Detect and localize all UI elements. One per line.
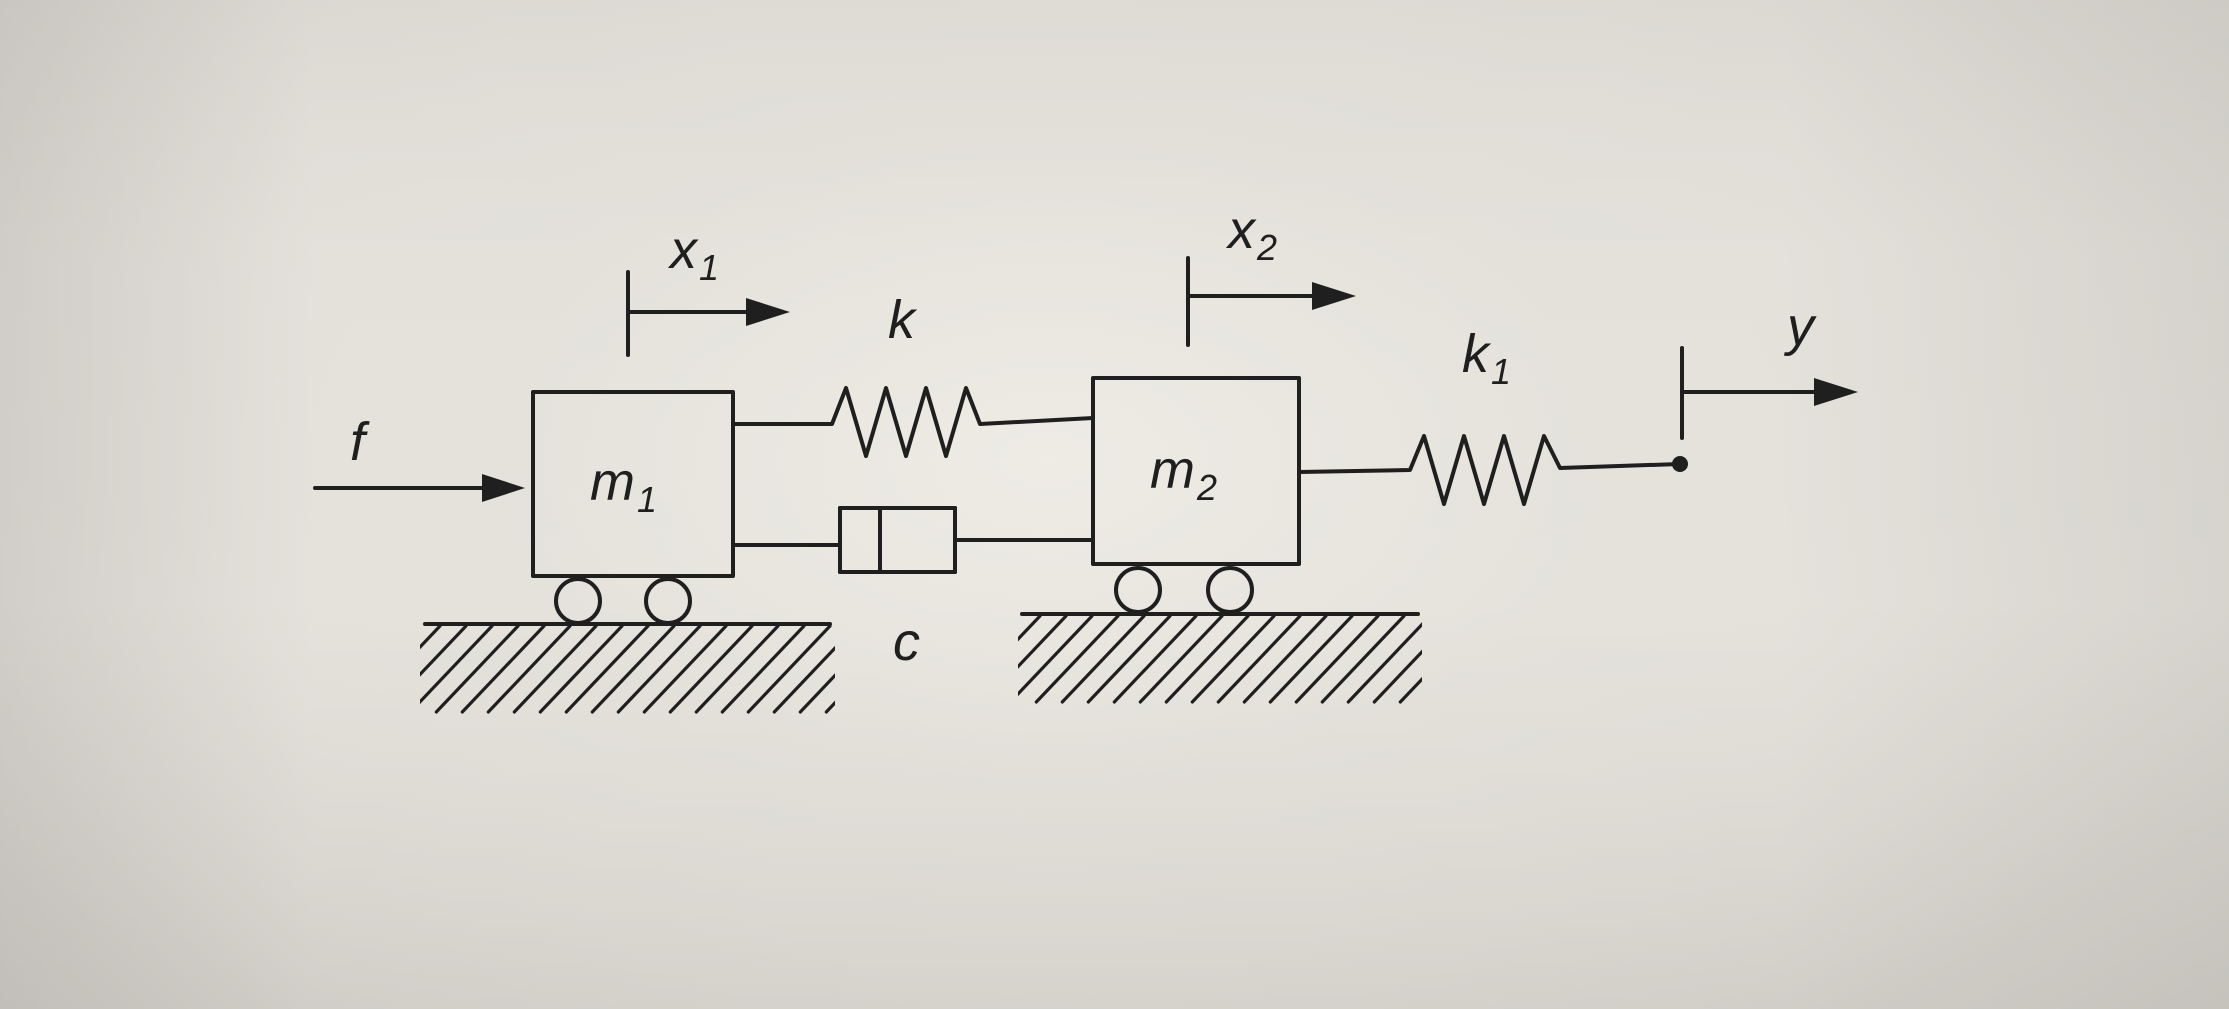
spring-k1-end-point [1672, 456, 1688, 472]
spring-k-label: k [888, 290, 918, 350]
x1-displacement-arrow [626, 270, 790, 357]
ground-hatch-line [1294, 614, 1380, 704]
ground-hatch-line [538, 624, 624, 714]
ground-hatch-line [1268, 614, 1354, 704]
ground-hatch-line [1372, 649, 1422, 704]
ground-hatch-line [1018, 614, 1068, 669]
ground-hatch-line [668, 624, 754, 714]
ground-hatch-line [1060, 614, 1146, 704]
ground-hatch-line [460, 624, 546, 714]
ground-hatch-line [486, 624, 572, 714]
spring-k1 [1297, 434, 1682, 506]
ground-hatch-line [512, 624, 598, 714]
ground-hatch-line [694, 624, 780, 714]
ground-hatch-line [1216, 614, 1302, 704]
ground-hatch-line [1190, 614, 1276, 704]
mass-2-wheels [1114, 566, 1254, 614]
mass-1-label: m1 [590, 452, 657, 520]
ground-hatch-line [642, 624, 728, 714]
ground-hatch-line [1320, 614, 1406, 704]
y-displacement-arrow [1680, 346, 1858, 440]
ground-hatch-line [590, 624, 676, 714]
ground-hatch-line [420, 624, 468, 677]
ground-hatch-line [420, 624, 494, 705]
ground-hatch-line [772, 645, 835, 714]
y-label: y [1783, 297, 1817, 357]
spring-k1-label: k1 [1462, 324, 1511, 392]
ground-hatch-line [1034, 614, 1120, 704]
ground-hatch-line [746, 624, 832, 714]
damper-c [731, 506, 1095, 574]
x2-label: x2 [1225, 200, 1277, 268]
x1-label: x1 [667, 220, 719, 288]
ground-hatch-line [1346, 622, 1422, 704]
ground-hatch-line [1242, 614, 1328, 704]
ground-1 [420, 622, 835, 714]
ground-hatch-line [616, 624, 702, 714]
ground-hatch-line [798, 673, 835, 714]
ground-hatch-line [1138, 614, 1224, 704]
force-label: f [350, 412, 370, 472]
mass-2-label: m2 [1150, 440, 1217, 508]
x2-displacement-arrow [1186, 256, 1356, 347]
ground-hatch-line [564, 624, 650, 714]
ground-hatch-line [1112, 614, 1198, 704]
force-arrow [313, 474, 525, 502]
mass-1-wheels [554, 577, 692, 625]
ground-hatch-line [420, 624, 442, 650]
ground-hatch-line [1086, 614, 1172, 704]
ground-2 [1018, 612, 1422, 704]
spring-k [731, 386, 1095, 458]
ground-hatch-line [1018, 614, 1042, 642]
ground-hatch-line [1398, 676, 1422, 704]
ground-hatch-line [1164, 614, 1250, 704]
ground-hatch-line [720, 624, 806, 714]
damper-c-label: c [893, 612, 920, 672]
ground-hatch-line [434, 624, 520, 714]
mass-1-block [531, 390, 735, 578]
ground-hatch-line [1018, 614, 1094, 697]
